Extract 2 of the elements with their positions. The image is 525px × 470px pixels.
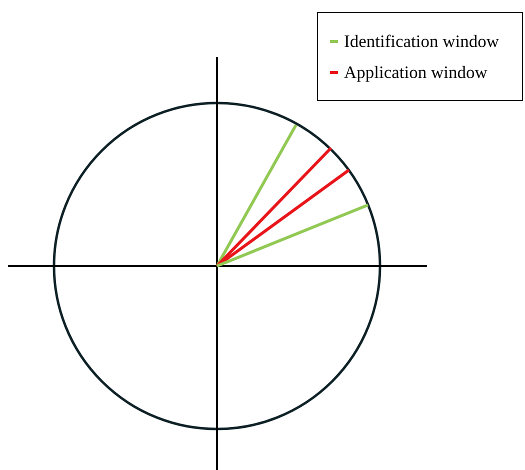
legend-label: Identification window <box>344 30 500 52</box>
legend-label: Application window <box>344 62 488 82</box>
